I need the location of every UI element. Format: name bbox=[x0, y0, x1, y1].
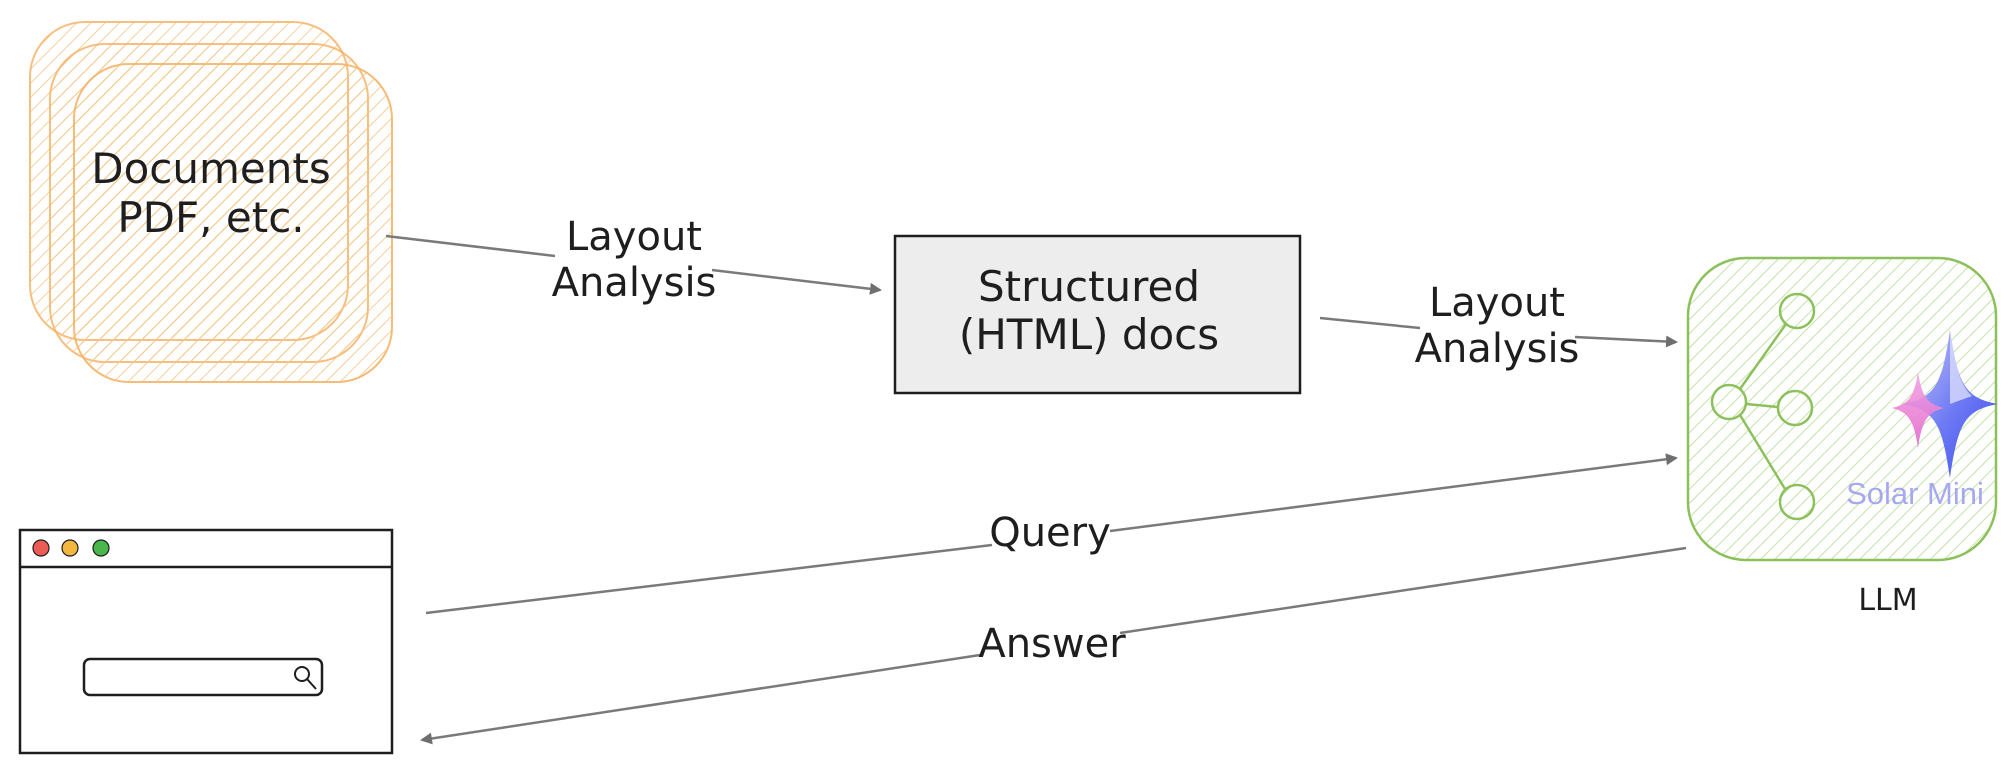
node-graph-icon bbox=[1710, 292, 1816, 521]
edge-label-layout-analysis-2-line1: Layout bbox=[1429, 280, 1565, 326]
browser-window-icon bbox=[18, 528, 394, 755]
edge-label-answer: Answer bbox=[978, 621, 1126, 667]
sparkle-star-icon bbox=[1892, 330, 1998, 478]
window-close-dot bbox=[32, 539, 50, 557]
edge-label-layout-analysis-1-line2: Analysis bbox=[552, 260, 717, 306]
documents-node: Documents PDF, etc. bbox=[29, 21, 393, 383]
documents-label-line1: Documents bbox=[91, 144, 330, 193]
window-maximize-dot bbox=[92, 539, 110, 557]
arrow-structured-to-llm: Layout Analysis bbox=[1319, 280, 1678, 372]
documents-label-line2: PDF, etc. bbox=[117, 193, 304, 242]
edge-label-layout-analysis-1-line1: Layout bbox=[566, 214, 702, 260]
edge-label-layout-analysis-2-line2: Analysis bbox=[1415, 326, 1580, 372]
structured-docs-node: Structured (HTML) docs bbox=[893, 234, 1302, 395]
arrow-query: Query bbox=[425, 453, 1678, 615]
llm-label: LLM bbox=[1858, 583, 1917, 618]
llm-node: Solar Mini LLM bbox=[1686, 256, 1998, 618]
search-icon bbox=[294, 666, 317, 690]
structured-label-line2: (HTML) docs bbox=[959, 310, 1219, 359]
arrow-docs-to-structured: Layout Analysis bbox=[385, 214, 882, 306]
arrow-answer: Answer bbox=[420, 546, 1687, 745]
structured-label-line1: Structured bbox=[978, 262, 1200, 311]
search-bar bbox=[82, 657, 324, 697]
edge-label-query: Query bbox=[989, 510, 1111, 556]
solar-mini-brand: Solar Mini bbox=[1846, 476, 1984, 511]
window-minimize-dot bbox=[61, 539, 79, 557]
